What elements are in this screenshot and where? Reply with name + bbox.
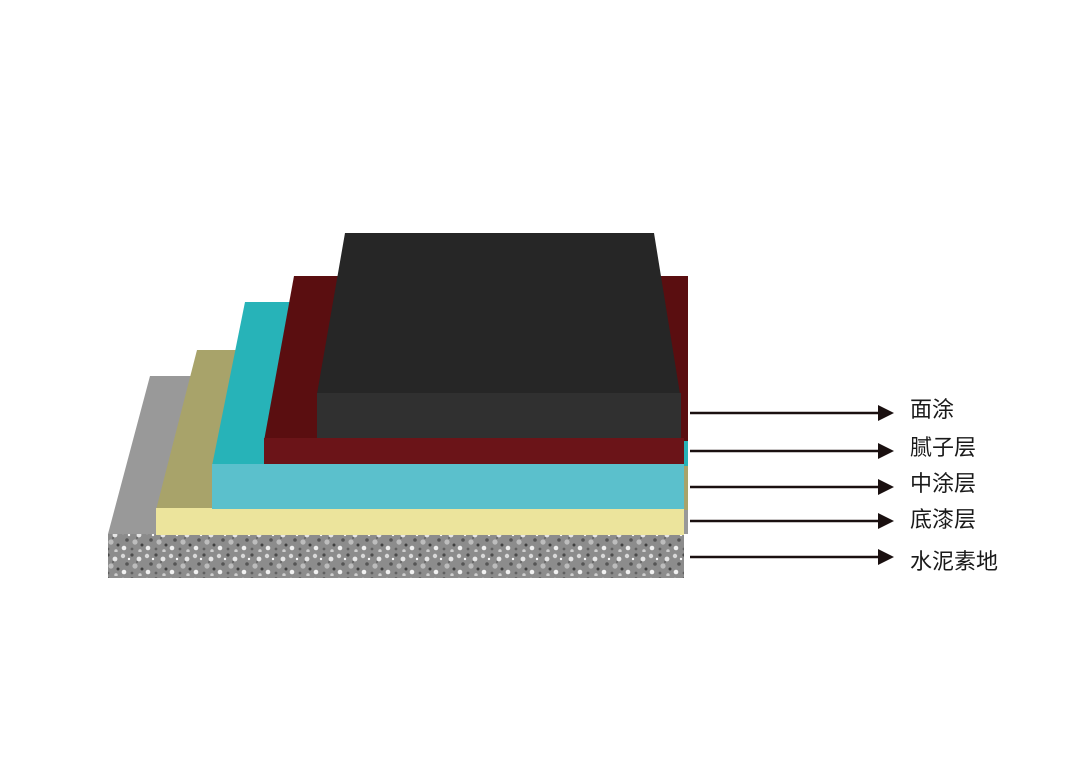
label-primer: 底漆层: [910, 508, 977, 533]
concrete-front-face: [108, 534, 684, 578]
top-coat-top-face: [317, 233, 680, 394]
label-putty: 腻子层: [910, 436, 977, 461]
primer-front-face: [156, 508, 684, 535]
top-coat-front-face: [317, 393, 681, 438]
middle-coat-front-face: [212, 464, 684, 509]
putty-front-face: [264, 438, 684, 464]
label-middle-coat: 中涂层: [910, 472, 977, 497]
arrow-concrete: [690, 549, 894, 565]
label-concrete: 水泥素地: [910, 550, 999, 575]
arrow-primer: [690, 513, 894, 529]
label-top-coat: 面涂: [910, 398, 955, 423]
arrow-middle-coat: [690, 479, 894, 495]
arrow-putty: [690, 443, 894, 459]
arrow-top-coat: [690, 405, 894, 421]
